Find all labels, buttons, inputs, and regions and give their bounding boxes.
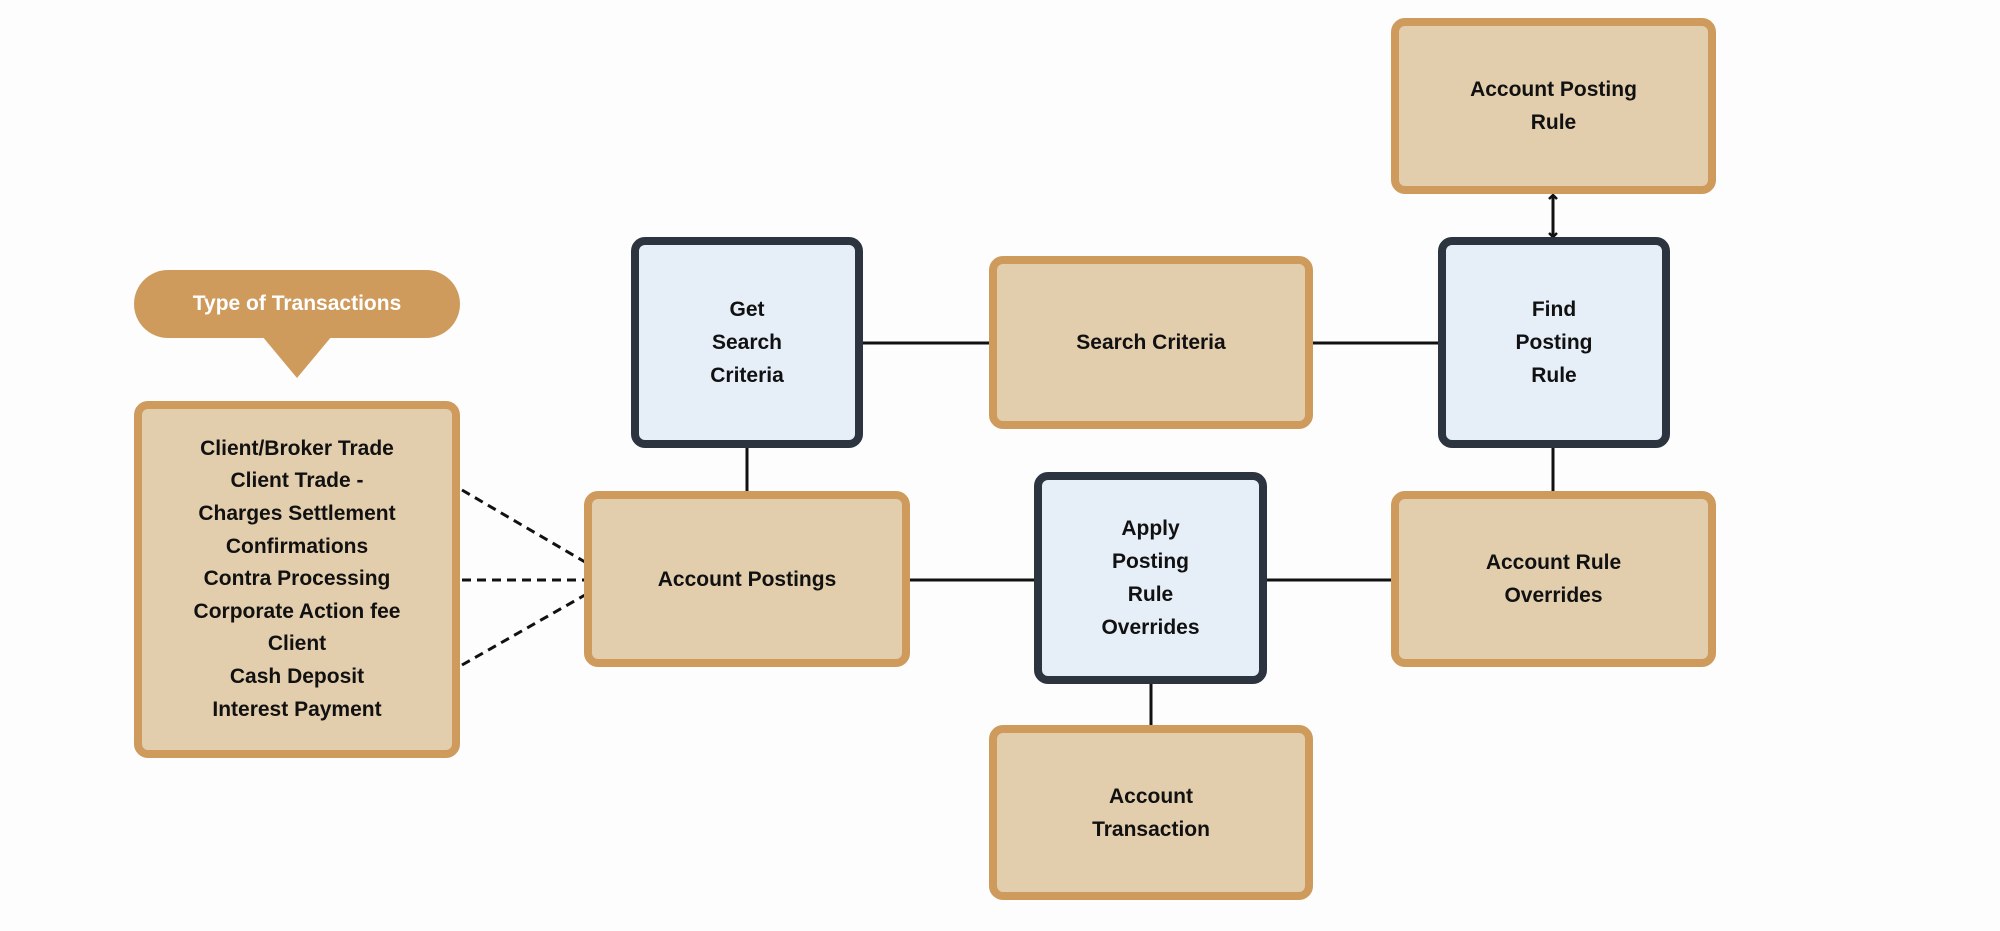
account-transaction-node: Account Transaction <box>989 725 1313 900</box>
transaction-type-item: Client <box>267 632 327 656</box>
node-label-line: Rule <box>1530 111 1577 134</box>
apply-posting-rule-overrides-node: Apply Posting Rule Overrides <box>1034 472 1267 684</box>
callout-label: Type of Transactions <box>192 292 402 315</box>
transaction-type-item: Interest Payment <box>212 697 382 721</box>
transaction-type-item: Confirmations <box>225 534 369 558</box>
find-posting-rule-node: Find Posting Rule <box>1438 237 1670 448</box>
transaction-types-box: Client/Broker Trade Client Trade - Charg… <box>134 401 460 758</box>
transaction-type-item: Corporate Action fee <box>193 599 401 623</box>
node-label-line: Criteria <box>710 364 784 387</box>
dashed-connector-lower <box>461 593 586 667</box>
node-label-line: Account <box>1109 784 1193 808</box>
node-label-line: Apply <box>1121 517 1180 540</box>
type-of-transactions-callout: Type of Transactions <box>134 270 460 338</box>
node-label-line: Account Rule <box>1485 551 1622 574</box>
node-label-line: Get <box>729 298 765 321</box>
node-label-line: Posting <box>1515 331 1593 354</box>
node-label-line: Overrides <box>1101 616 1200 639</box>
search-criteria-node: Search Criteria <box>989 256 1313 429</box>
transaction-type-item: Client/Broker Trade <box>200 436 394 460</box>
node-label-line: Overrides <box>1504 584 1603 607</box>
account-posting-rule-node: Account Posting Rule <box>1391 18 1716 194</box>
node-label-line: Transaction <box>1092 817 1210 841</box>
callout-pointer <box>262 336 332 378</box>
node-label-line: Account Postings <box>657 567 837 591</box>
transaction-type-item: Charges Settlement <box>198 502 396 526</box>
account-rule-overrides-node: Account Rule Overrides <box>1391 491 1716 667</box>
transaction-type-item: Contra Processing <box>203 567 391 591</box>
node-label-line: Rule <box>1531 364 1577 387</box>
node-label-line: Account Posting <box>1470 78 1637 101</box>
transaction-type-item: Client Trade - <box>230 469 364 493</box>
node-label-line: Rule <box>1127 583 1174 606</box>
dashed-connector-upper <box>461 488 586 564</box>
node-label-line: Search <box>711 331 783 354</box>
node-label-line: Posting <box>1112 550 1189 573</box>
get-search-criteria-node: Get Search Criteria <box>631 237 863 448</box>
account-postings-node: Account Postings <box>584 491 910 667</box>
node-label-line: Search Criteria <box>1076 331 1226 354</box>
node-label-line: Find <box>1531 298 1577 321</box>
transaction-type-item: Cash Deposit <box>229 664 365 688</box>
